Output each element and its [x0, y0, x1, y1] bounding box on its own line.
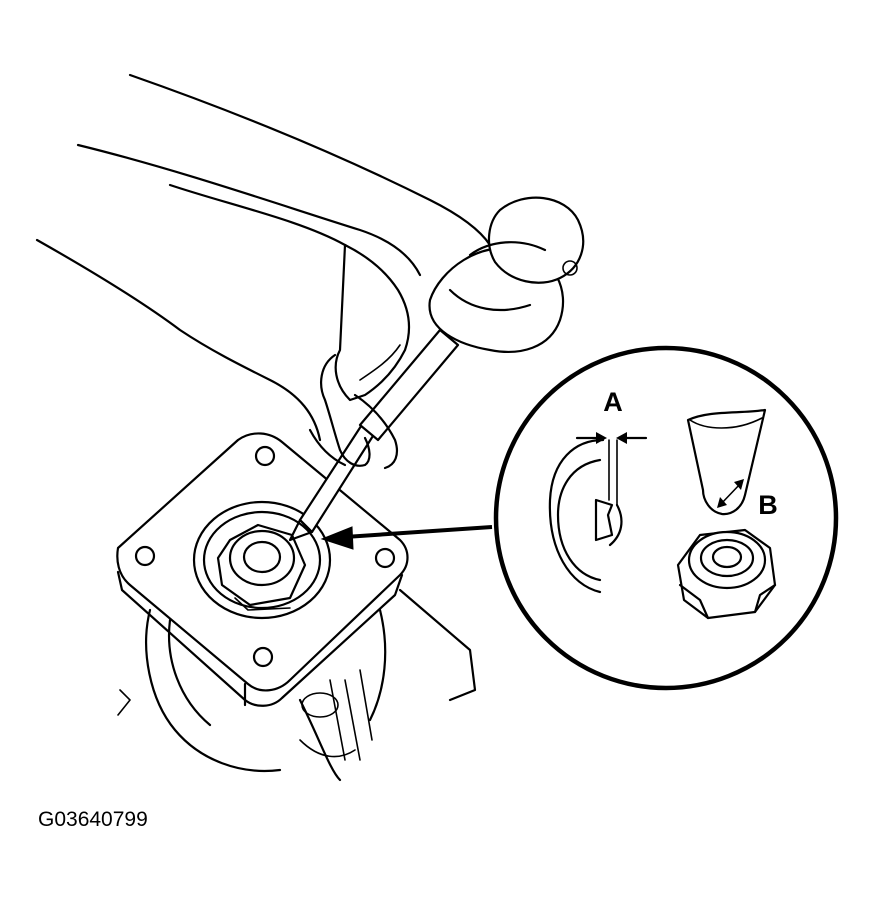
detail-view: A B — [493, 345, 839, 691]
stake-section — [548, 432, 648, 594]
callout-a: A — [603, 387, 623, 417]
flange — [116, 432, 409, 707]
callout-b: B — [758, 490, 778, 520]
pointer-arrow — [320, 525, 493, 550]
bolt-hole-top — [254, 445, 276, 467]
bolt-hole-bottom — [252, 646, 274, 668]
spindle-nut — [216, 523, 307, 607]
chisel-tip — [686, 408, 767, 516]
bolt-hole-left — [134, 545, 156, 567]
bolt-hole-right — [374, 547, 396, 569]
hammer — [428, 196, 585, 353]
punch-tool — [288, 328, 460, 542]
hand — [35, 73, 492, 470]
staked-nut — [676, 528, 777, 620]
figure-id: G03640799 — [38, 808, 148, 831]
